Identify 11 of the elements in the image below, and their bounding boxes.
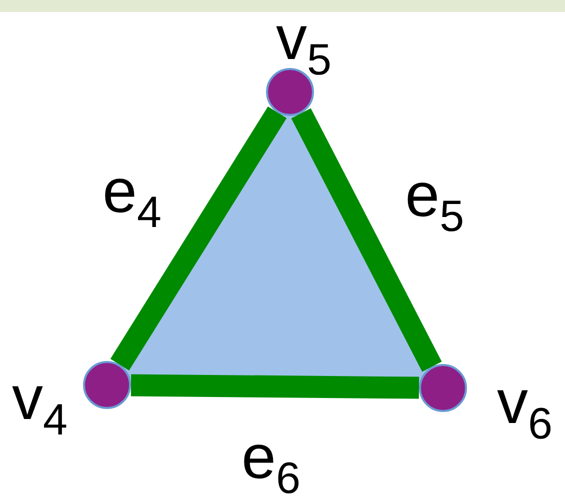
edge-line [110, 106, 287, 370]
vertex-label: v$_{4}$ [12, 368, 68, 442]
vertex-dot [419, 364, 467, 412]
edge-label: e$_{4}$ [102, 160, 162, 235]
vertex-label: v$_{6}$ [497, 372, 552, 446]
vertex-dot [83, 361, 131, 409]
edge-label: e$_{6}$ [242, 427, 301, 498]
edge-line [291, 108, 442, 372]
edge-label: e$_{5}$ [405, 164, 464, 240]
edge-line [130, 374, 420, 399]
vertex-label: v$_{5}$ [276, 8, 332, 82]
